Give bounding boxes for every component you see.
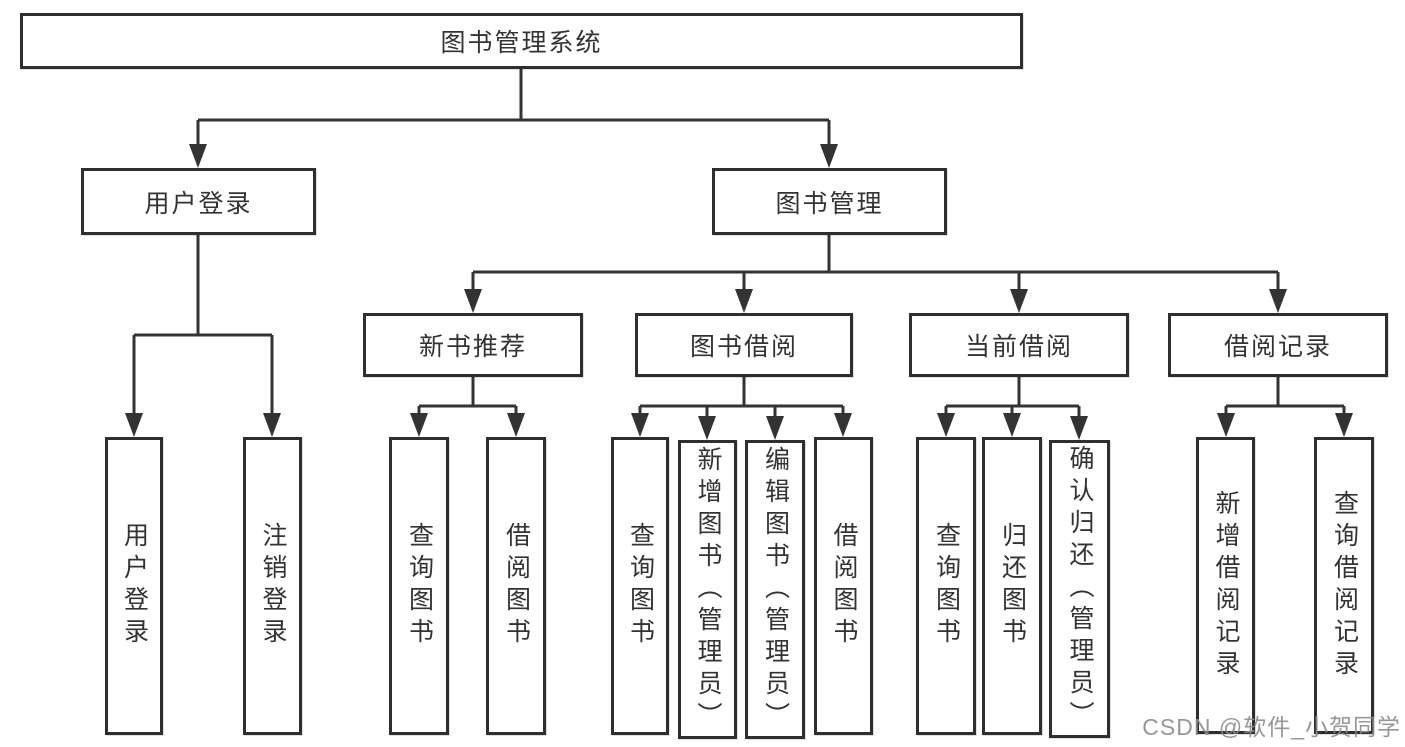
leaf-logout-label: 注销登录 bbox=[259, 522, 287, 650]
leaf-borrow-borrow-books: 借阅图书 bbox=[814, 437, 873, 735]
node-root-label: 图书管理系统 bbox=[440, 29, 603, 57]
leaf-borrow-add-books-admin: 新增图书（管理员） bbox=[678, 440, 737, 739]
leaf-current-query-books: 查询图书 bbox=[916, 437, 976, 735]
node-current-borrowing: 当前借阅 bbox=[909, 313, 1129, 377]
node-current-borrowing-label: 当前借阅 bbox=[964, 333, 1073, 361]
edge-userlogin-to-leaves bbox=[132, 235, 274, 417]
leaf-borrow-edit-books-admin: 编辑图书（管理员） bbox=[745, 440, 805, 739]
node-book-management-label: 图书管理 bbox=[775, 189, 884, 218]
leaf-current-return-books: 归还图书 bbox=[982, 437, 1042, 735]
node-borrowing-records-label: 借阅记录 bbox=[1223, 333, 1332, 361]
leaf-newbook-borrow-books-label: 借阅图书 bbox=[502, 522, 531, 650]
leaf-current-confirm-return-admin-label: 确认归还（管理员） bbox=[1066, 445, 1094, 733]
node-book-management: 图书管理 bbox=[712, 168, 947, 235]
leaf-user-login: 用户登录 bbox=[105, 437, 163, 735]
leaf-current-return-books-label: 归还图书 bbox=[998, 522, 1027, 650]
leaf-current-confirm-return-admin: 确认归还（管理员） bbox=[1049, 440, 1110, 738]
leaf-borrow-edit-books-admin-label: 编辑图书（管理员） bbox=[761, 445, 790, 734]
leaf-logout: 注销登录 bbox=[243, 437, 302, 735]
edge-root-to-level1 bbox=[196, 69, 831, 148]
edge-bookmgmt-to-level2 bbox=[471, 235, 1280, 293]
leaf-borrow-query-books-label: 查询图书 bbox=[626, 522, 655, 650]
leaf-user-login-label: 用户登录 bbox=[120, 522, 149, 650]
edge-borrowrecord-to-leaves bbox=[1224, 377, 1346, 417]
node-user-login-label: 用户登录 bbox=[144, 189, 253, 218]
leaf-borrow-borrow-books-label: 借阅图书 bbox=[830, 522, 858, 650]
edge-currentborrow-to-leaves bbox=[944, 377, 1081, 420]
leaf-newbook-borrow-books: 借阅图书 bbox=[486, 437, 546, 735]
node-root-system: 图书管理系统 bbox=[20, 13, 1023, 69]
edge-newbook-to-leaves bbox=[417, 377, 518, 417]
edge-bookborrow-to-leaves bbox=[638, 377, 845, 420]
leaf-record-add-borrow-record: 新增借阅记录 bbox=[1196, 437, 1255, 734]
leaf-current-query-books-label: 查询图书 bbox=[932, 522, 961, 650]
node-book-borrowing-label: 图书借阅 bbox=[689, 333, 798, 361]
leaf-newbook-query-books-label: 查询图书 bbox=[405, 522, 434, 650]
node-new-book-recommend-label: 新书推荐 bbox=[418, 333, 527, 361]
leaf-borrow-query-books: 查询图书 bbox=[611, 437, 669, 735]
leaf-borrow-add-books-admin-label: 新增图书（管理员） bbox=[694, 445, 722, 734]
leaf-record-query-borrow-record: 查询借阅记录 bbox=[1314, 437, 1374, 734]
leaf-newbook-query-books: 查询图书 bbox=[389, 437, 449, 735]
csdn-watermark: CSDN @软件_小贺同学 bbox=[1142, 714, 1401, 740]
node-borrowing-records: 借阅记录 bbox=[1168, 313, 1388, 377]
leaf-record-query-borrow-record-label: 查询借阅记录 bbox=[1330, 489, 1359, 682]
node-book-borrowing: 图书借阅 bbox=[635, 313, 853, 377]
leaf-record-add-borrow-record-label: 新增借阅记录 bbox=[1212, 489, 1240, 682]
arrowheads bbox=[125, 144, 1353, 440]
node-user-login: 用户登录 bbox=[81, 168, 316, 235]
node-new-book-recommend: 新书推荐 bbox=[363, 313, 583, 377]
